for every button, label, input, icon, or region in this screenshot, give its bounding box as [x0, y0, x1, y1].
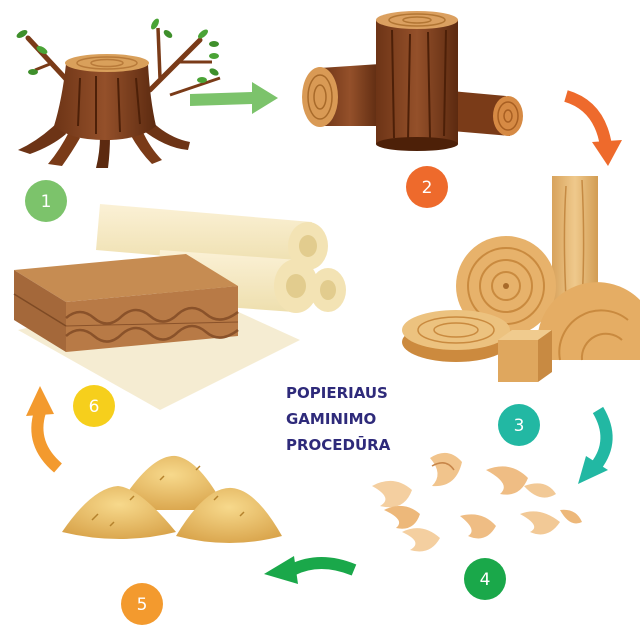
- step-badge-4: 4: [464, 558, 506, 600]
- arrow-5-to-6: [26, 386, 58, 468]
- step-number: 1: [41, 192, 52, 212]
- step-badge-2: 2: [406, 166, 448, 208]
- arrow-4-to-5: [264, 556, 354, 584]
- arrow-2-to-3: [566, 96, 622, 166]
- tree-stump-illustration: [15, 17, 220, 168]
- sawn-lumber-illustration: [402, 176, 640, 382]
- step-number: 4: [480, 570, 491, 590]
- step-badge-3: 3: [498, 404, 540, 446]
- step-badge-5: 5: [121, 583, 163, 625]
- step-number: 6: [89, 397, 100, 417]
- arrow-3-to-4: [578, 410, 608, 484]
- cut-logs-illustration: [302, 11, 523, 151]
- title-line-2: GAMINIMO: [286, 410, 376, 428]
- arrow-1-to-2: [190, 82, 278, 114]
- title-line-3: PROCEDŪRA: [286, 434, 391, 454]
- wood-shavings-illustration: [372, 453, 582, 552]
- step-badge-1: 1: [25, 180, 67, 222]
- step-number: 5: [137, 595, 148, 615]
- title-line-1: POPIERIAUS: [286, 384, 388, 402]
- step-number: 3: [514, 416, 525, 436]
- step-number: 2: [422, 178, 433, 198]
- step-badge-6: 6: [73, 385, 115, 427]
- sawdust-piles-illustration: [62, 456, 282, 543]
- paper-and-cardboard-illustration: [14, 204, 346, 410]
- diagram-title: POPIERIAUS GAMINIMO PROCEDŪRA: [286, 384, 391, 454]
